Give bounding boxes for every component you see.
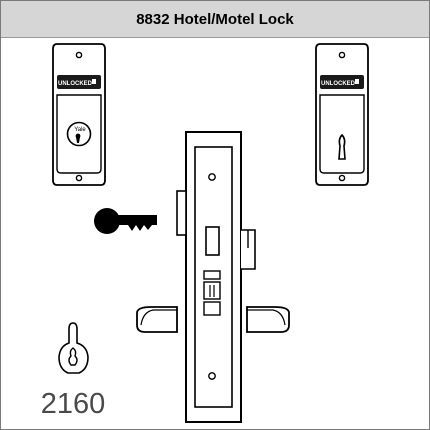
title-bar: 8832 Hotel/Motel Lock: [1, 1, 429, 38]
faceplate-screw-icon: [208, 372, 216, 380]
inside-lever: [246, 306, 290, 333]
top-screw-icon: [338, 51, 346, 59]
status-indicator: [57, 75, 101, 89]
deadbolt-slot: [205, 226, 220, 256]
bottom-screw-icon: [338, 174, 346, 182]
status-indicator: [320, 75, 364, 89]
faceplate-screw-icon: [208, 173, 216, 181]
latch-trigger: [203, 270, 221, 280]
outside-escutcheon: UNLOCKED Yale: [52, 43, 106, 186]
auxiliary-latch: [203, 301, 221, 316]
cylinder-profile-icon: [58, 322, 89, 374]
status-indicator-label: UNLOCKED: [321, 81, 356, 87]
cylinder-brand-label: Yale: [74, 127, 86, 133]
indicator-lock-icon: [355, 79, 359, 84]
key-icon: [94, 208, 157, 234]
armor-front-tab: [176, 190, 187, 236]
mortise-lock-body: [176, 131, 256, 423]
status-indicator-label: UNLOCKED: [58, 81, 93, 87]
inside-escutcheon: UNLOCKED: [315, 43, 369, 186]
thumbturn-icon: [338, 133, 346, 160]
model-number-label: 2160: [41, 388, 106, 420]
bottom-screw-icon: [75, 174, 83, 182]
top-screw-icon: [75, 51, 83, 59]
indicator-lock-icon: [92, 79, 96, 84]
diagram-title: 8832 Hotel/Motel Lock: [136, 10, 294, 28]
latchbolt: [203, 281, 221, 300]
outside-lever: [136, 306, 178, 333]
